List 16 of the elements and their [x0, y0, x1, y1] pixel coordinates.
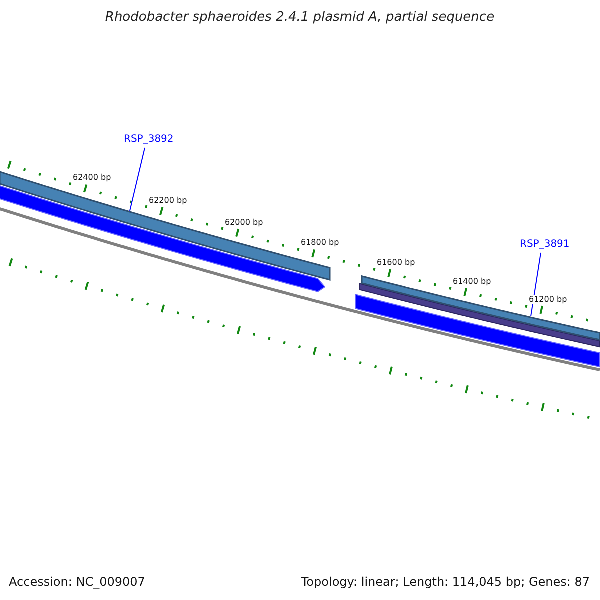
gene-bar	[0, 170, 331, 281]
scale-label: 61600 bp	[376, 258, 416, 268]
leader-line	[530, 252, 542, 318]
scale-label: 61400 bp	[452, 277, 492, 286]
gene-bar	[361, 275, 600, 341]
gene-label: RSP_3891	[520, 239, 570, 250]
scale-label: 62200 bp	[148, 196, 188, 206]
summary-text: Topology: linear; Length: 114,045 bp; Genes: 87	[301, 575, 590, 589]
title: Rhodobacter sphaeroides 2.4.1 plasmid A, partial sequence	[104, 10, 496, 25]
leader-line	[130, 148, 146, 212]
accession-text: Accession: NC_009007	[9, 575, 146, 589]
gene-label: RSP_3892	[124, 134, 174, 145]
scale-label: 62000 bp	[224, 218, 264, 227]
scale-label: 61800 bp	[300, 238, 340, 248]
scale-label: 61200 bp	[528, 294, 568, 304]
scale-label: 62400 bp	[72, 173, 112, 182]
